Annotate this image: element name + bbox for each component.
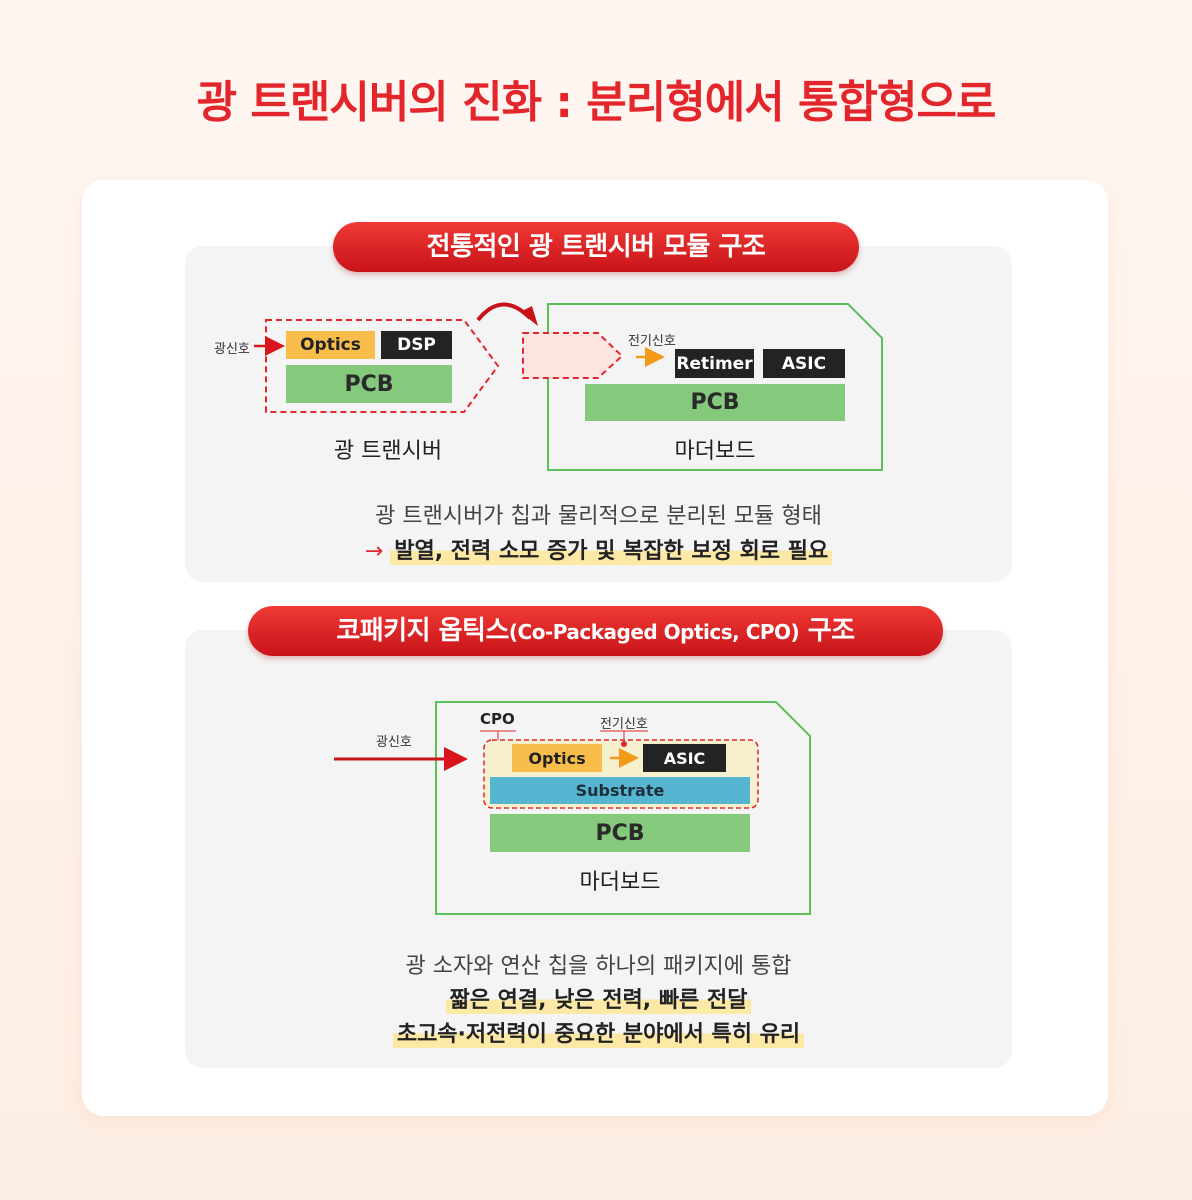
asic-chip: ASIC — [763, 349, 845, 378]
cpo-pcb: PCB — [490, 814, 750, 852]
motherboard-frame-1 — [547, 303, 883, 471]
retimer-chip: Retimer — [675, 349, 754, 378]
cpo-label: CPO — [480, 710, 515, 728]
cpo-heading-sub: (Co-Packaged Optics, CPO) — [508, 620, 800, 644]
page-title: 광 트랜시버의 진화 : 분리형에서 통합형으로 — [196, 77, 997, 128]
traditional-heading: 전통적인 광 트랜시버 모듈 구조 — [333, 222, 859, 272]
cpo-asic-chip: ASIC — [643, 744, 726, 772]
cpo-motherboard-caption: 마더보드 — [579, 870, 661, 895]
traditional-highlight: 발열, 전력 소모 증가 및 복잡한 보정 회로 필요 — [390, 533, 833, 565]
transceiver-outline — [265, 319, 500, 413]
motherboard-pcb: PCB — [585, 384, 845, 421]
traditional-description: 광 트랜시버가 칩과 물리적으로 분리된 모듈 형태 — [375, 504, 822, 529]
dsp-chip: DSP — [381, 331, 452, 359]
cpo-optics-chip: Optics — [512, 744, 602, 772]
cpo-description: 광 소자와 연산 칩을 하나의 패키지에 통합 — [405, 954, 792, 979]
cpo-electrical-signal-label: 전기신호 — [600, 717, 648, 732]
traditional-highlight-row: → 발열, 전력 소모 증가 및 복잡한 보정 회로 필요 — [185, 533, 1012, 565]
cpo-heading-main: 코패키지 옵틱스 — [336, 616, 509, 646]
cpo-highlight-row-2: 초고속·저전력이 중요한 분야에서 특히 유리 — [185, 1016, 1012, 1048]
cpo-highlight-row-1: 짧은 연결, 낮은 전력, 빠른 전달 — [185, 982, 1012, 1014]
optical-signal-label: 광신호 — [214, 342, 250, 357]
transceiver-pcb: PCB — [286, 365, 452, 403]
electrical-signal-label: 전기신호 — [628, 334, 676, 349]
transceiver-slot — [522, 332, 624, 379]
arrow-right-icon: → — [364, 539, 384, 564]
cpo-heading: 코패키지 옵틱스(Co-Packaged Optics, CPO) 구조 — [248, 606, 943, 656]
cpo-highlight-1: 짧은 연결, 낮은 전력, 빠른 전달 — [445, 982, 752, 1014]
cpo-heading-tail: 구조 — [807, 616, 855, 646]
cpo-optical-signal-label: 광신호 — [376, 735, 412, 750]
cpo-highlight-2: 초고속·저전력이 중요한 분야에서 특히 유리 — [392, 1016, 805, 1048]
transceiver-caption: 광 트랜시버 — [333, 439, 443, 464]
motherboard-caption: 마더보드 — [674, 439, 756, 464]
optics-chip: Optics — [286, 331, 375, 359]
cpo-substrate: Substrate — [490, 777, 750, 804]
